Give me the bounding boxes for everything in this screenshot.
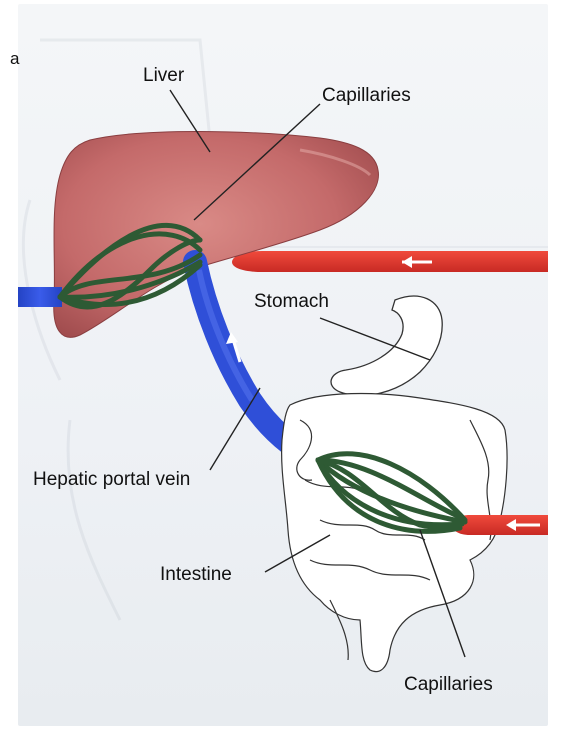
intestine-label: Intestine: [160, 565, 232, 584]
capillaries-bottom-label: Capillaries: [404, 675, 493, 694]
hepatic-portal-vein-label: Hepatic portal vein: [33, 470, 190, 489]
liver-label: Liver: [143, 66, 184, 85]
hepatic-artery-vessel: [232, 247, 548, 272]
background-ghost-shapes: [23, 40, 210, 620]
figure-panel-letter: a: [10, 50, 19, 67]
capillaries-top-label: Capillaries: [322, 86, 411, 105]
stomach-label: Stomach: [254, 292, 329, 311]
stomach-organ: [331, 296, 442, 395]
vein-left-stub: [18, 287, 62, 307]
